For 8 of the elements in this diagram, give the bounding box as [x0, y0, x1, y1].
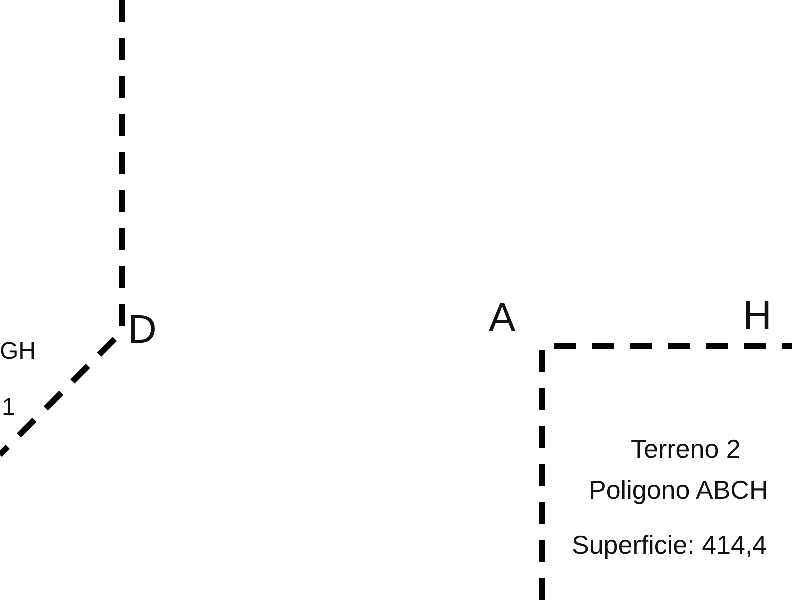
vertex-label: D [128, 310, 157, 350]
parcel-name: Terreno 2 [631, 436, 741, 462]
vertex-label: A [489, 298, 516, 338]
point-label: GH [0, 340, 36, 364]
polygon-name: Poligono ABCH [589, 477, 768, 503]
area-label: Superficie: 414,4 [572, 532, 768, 558]
parcel-number: 1 [2, 396, 16, 420]
vertex-label: H [743, 296, 772, 336]
